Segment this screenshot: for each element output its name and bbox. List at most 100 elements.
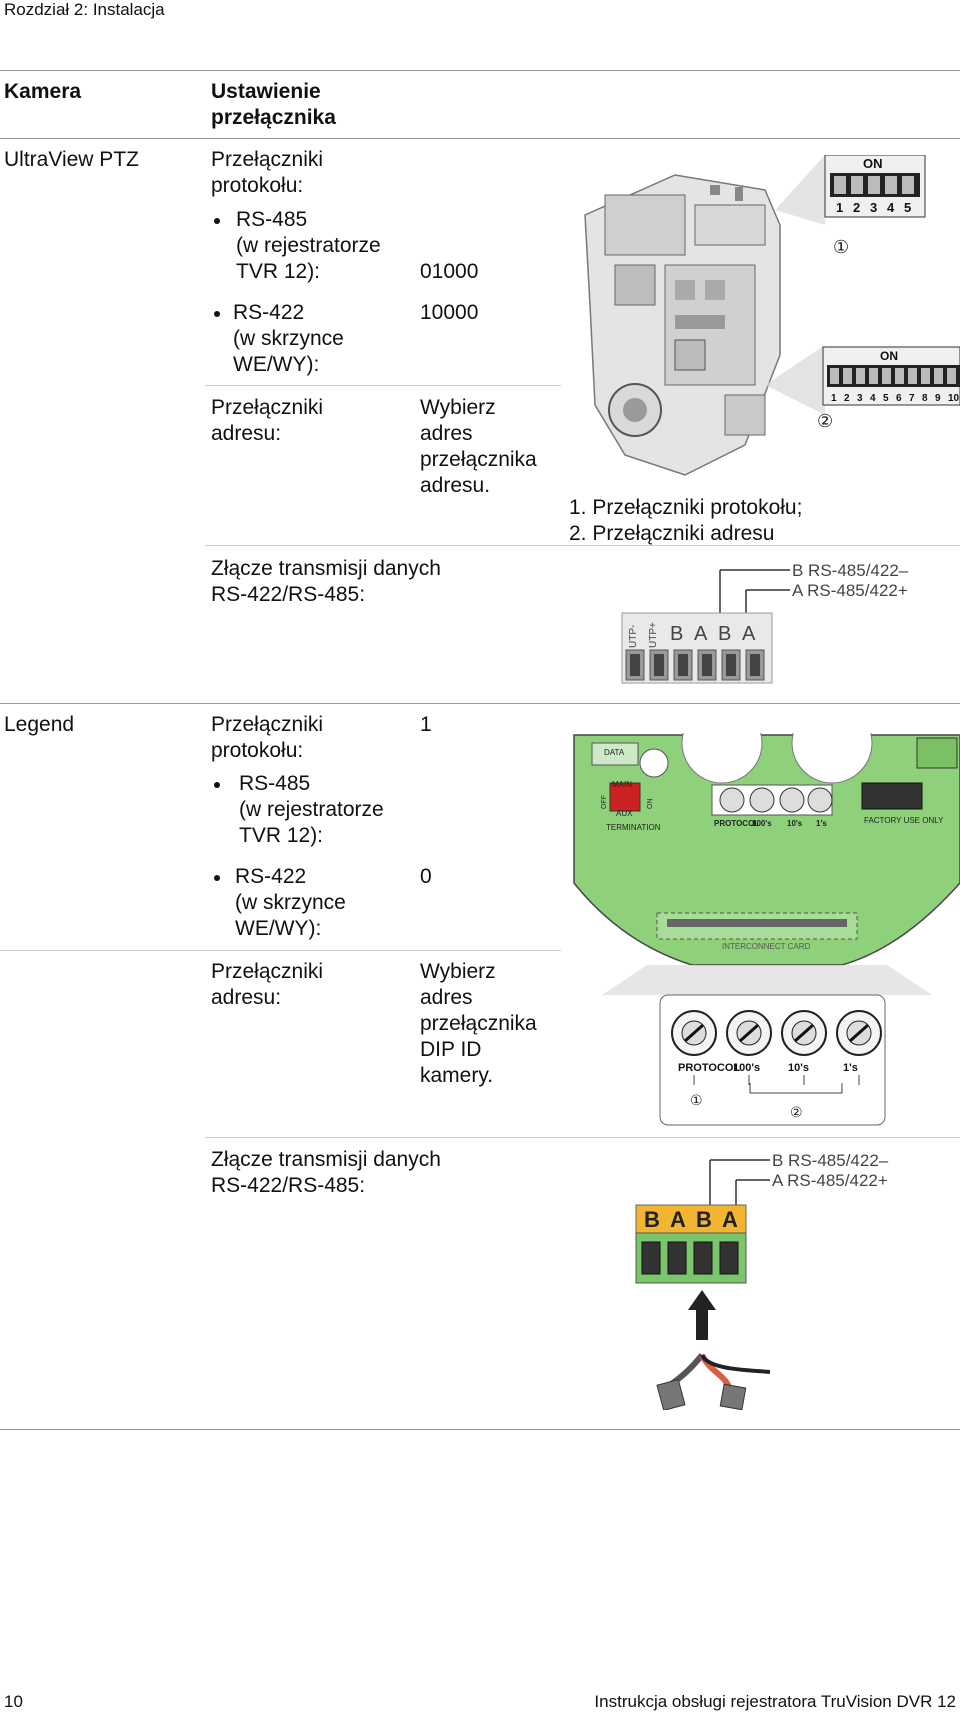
rs422-label: RS-422 (w skrzynce WE/WY): [233,301,344,376]
connector-label: Złącze transmisji danych RS-422/RS-485: [211,1148,441,1197]
camera-module-illustration [584,174,781,476]
rotary-dial-pointer [739,1023,759,1043]
dip-number: 3 [870,200,877,215]
terminal-letter: B [644,1207,660,1232]
bullet [214,311,220,317]
protocol-switches-value: 1 [420,713,432,736]
column-header-camera: Kamera [4,80,82,103]
column-header-switch-setting: Ustawienie przełącznika [211,80,336,129]
board-10s-label: 10's [787,819,803,828]
dial-label: PROTOCOL [678,1062,740,1074]
page-number: 10 [4,1692,23,1711]
board-interconnect-label: INTERCONNECT CARD [722,942,811,951]
terminal-screw [678,654,688,676]
camera-name-legend: Legend [4,713,75,736]
inner-rule [205,385,561,386]
dip-toggle [934,368,943,384]
board-data-label: DATA [604,748,625,757]
terminal-b-label: B RS-485/422– [792,561,909,580]
dip-toggle [830,368,839,384]
board-1s-label: 1's [816,819,827,828]
figure-caption: 1. Przełączniki protokołu; 2. Przełączni… [569,496,803,545]
terminal-screw [750,654,760,676]
rs422-value: 10000 [420,301,479,324]
dip-number: 1 [836,200,843,215]
board-termination-label: TERMINATION [606,823,661,832]
terminal-screw [726,654,736,676]
row-divider [0,703,960,704]
dial-callout-1: ① [690,1092,703,1108]
board-main-label: MAIN [612,780,632,789]
dial-label: 100's [733,1062,760,1074]
terminal-slot [667,1241,687,1275]
document-title: Instrukcja obsługi rejestratora TruVisio… [594,1692,956,1711]
legend-board-figure: DATA MAIN AUX OFF ON TERMINATION PROTOCO… [573,733,960,1126]
terminal-utp-plus: UTP+ [648,622,659,648]
rs422-label: RS-422 (w skrzynce WE/WY): [235,865,346,940]
board-on-label: ON [647,799,654,810]
terminal-a-label: A RS-485/422+ [792,581,908,600]
dip-on-label: ON [863,156,883,171]
board-aux-label: AUX [616,809,633,818]
inner-rule [205,1137,960,1138]
dial-label: 10's [788,1062,809,1074]
inner-rule [0,950,561,951]
board-off-label: OFF [601,795,608,809]
table-bottom-rule [0,1429,960,1430]
dip-toggle [908,368,917,384]
protocol-switches-label: Przełączniki protokołu: [211,148,324,197]
terminal-slot [693,1241,713,1275]
inner-rule [205,545,960,546]
bullet [214,218,220,224]
callout-1: ① [833,237,849,257]
terminal-letter: A [722,1207,738,1232]
terminal-letter: A [742,623,756,645]
dip-toggle [882,368,891,384]
dip-toggle [869,368,878,384]
dip-number: 4 [887,200,895,215]
dip-number: 5 [883,393,889,404]
dip-number: 2 [853,200,860,215]
rs485-label: RS-485 (w rejestratorze TVR 12): [236,208,381,283]
terminal-letter: B [670,623,683,645]
dip-toggle [947,368,956,384]
bullet [214,875,220,881]
header-bottom-rule [0,138,960,139]
terminal-letter: A [694,623,708,645]
dip-toggle [895,368,904,384]
terminal-letter: B [696,1207,712,1232]
rs485-value: 01000 [420,260,479,283]
terminal-screw [630,654,640,676]
dip-number: 10 [948,393,960,404]
dip-number: 8 [922,393,928,404]
terminal-screw [702,654,712,676]
camera-name-ultraview: UltraView PTZ [4,148,139,171]
dip-number: 5 [904,200,911,215]
connector-label: Złącze transmisji danych RS-422/RS-485: [211,557,441,606]
terminal-b-label: B RS-485/422– [772,1151,889,1170]
rotary-dial-pointer [849,1023,869,1043]
table-top-rule [0,70,960,71]
dip-toggle [856,368,865,384]
dip-on-label: ON [880,349,898,363]
dip-number: 1 [831,393,837,404]
terminal-utp-minus: UTP- [628,625,639,648]
terminal-letter: A [670,1207,686,1232]
rotary-dial-pointer [794,1023,814,1043]
board-100s-label: 100's [752,819,772,828]
board-protocol-label: PROTOCOL [714,819,759,828]
dip-toggle [921,368,930,384]
dip-toggle [843,368,852,384]
rotary-dial-pointer [684,1023,704,1043]
terminal-slot [641,1241,661,1275]
dip-number: 9 [935,393,941,404]
rs485-label: RS-485 (w rejestratorze TVR 12): [239,772,384,847]
dip-number: 4 [870,393,876,404]
dip-number: 2 [844,393,850,404]
address-switches-label: Przełączniki adresu: [211,960,324,1009]
rs422-value: 0 [420,865,432,888]
